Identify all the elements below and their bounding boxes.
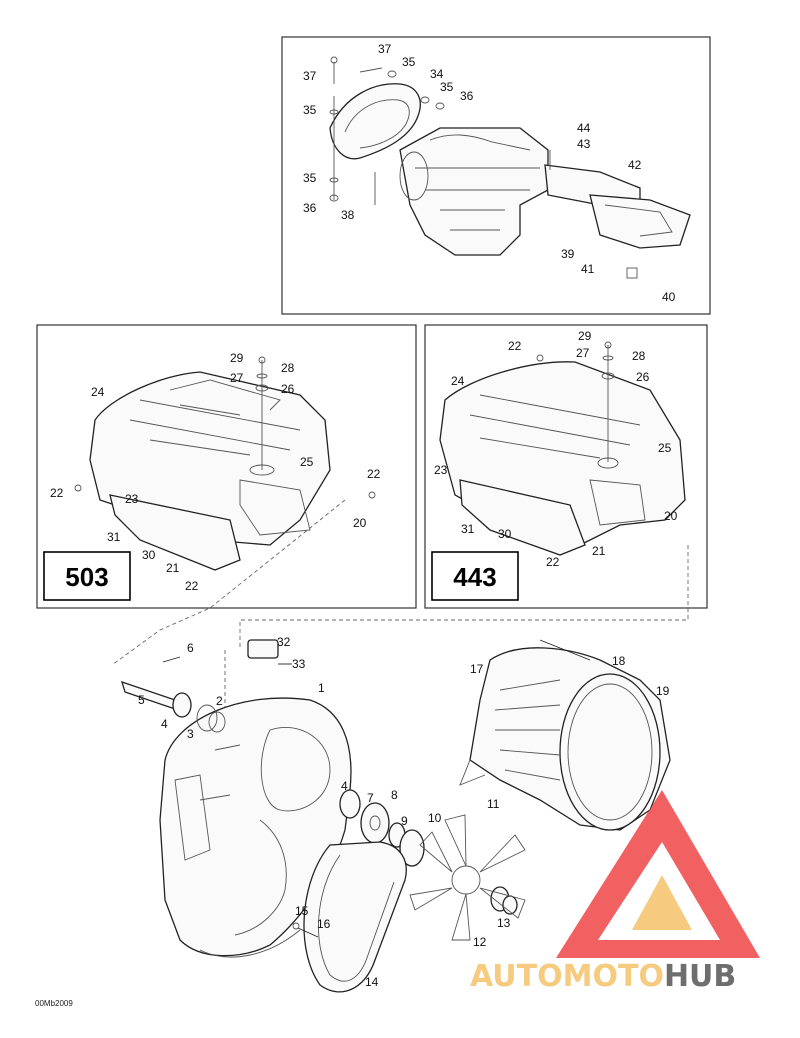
callout-left-20: 20 — [353, 516, 367, 530]
callout-left-29: 29 — [230, 351, 244, 365]
drive-belt-drawing — [303, 841, 407, 993]
callout-top-42: 42 — [628, 158, 642, 172]
callout-bottom-12: 12 — [473, 935, 487, 949]
callout-left-26: 26 — [281, 382, 295, 396]
callout-bottom-15: 15 — [295, 904, 309, 918]
engine-443-cover-drawing — [439, 341, 686, 556]
callout-left-21: 21 — [166, 561, 180, 575]
callout-top-35: 35 — [402, 55, 416, 69]
svg-text:AUTOMOTOHUB: AUTOMOTOHUB — [470, 959, 736, 994]
callout-left-22: 22 — [185, 579, 199, 593]
callout-bottom-33: 33 — [292, 657, 306, 671]
callout-bottom-18: 18 — [612, 654, 626, 668]
callout-left-22: 22 — [50, 486, 64, 500]
callout-right-28: 28 — [632, 349, 646, 363]
callout-top-44: 44 — [577, 121, 591, 135]
callout-bottom-19: 19 — [656, 684, 670, 698]
callout-top-35: 35 — [303, 103, 317, 117]
callout-right-29: 29 — [578, 329, 592, 343]
callout-top-39: 39 — [561, 247, 575, 261]
callout-top-35: 35 — [303, 171, 317, 185]
callout-bottom-32: 32 — [277, 635, 291, 649]
callout-right-22: 22 — [546, 555, 560, 569]
callout-right-25: 25 — [658, 441, 672, 455]
callout-top-37: 37 — [378, 42, 392, 56]
connection-line-right — [239, 545, 689, 650]
callout-top-36: 36 — [303, 201, 317, 215]
callout-bottom-1: 1 — [318, 681, 325, 695]
callout-right-30: 30 — [498, 527, 512, 541]
callout-left-28: 28 — [281, 361, 295, 375]
callout-bottom-6: 6 — [187, 641, 194, 655]
callout-left-22: 22 — [367, 467, 381, 481]
callout-bottom-11: 11 — [487, 797, 500, 811]
fan-shaft-bearing-drawing — [121, 639, 292, 733]
callout-right-23: 23 — [434, 463, 448, 477]
callout-right-26: 26 — [636, 370, 650, 384]
callout-bottom-13: 13 — [497, 916, 511, 930]
fan-pulley-assembly-drawing — [339, 789, 518, 915]
callout-bottom-10: 10 — [428, 811, 442, 825]
callout-top-34: 34 — [430, 67, 444, 81]
engine-443-label: 443 — [453, 562, 496, 592]
callout-top-37: 37 — [303, 69, 317, 83]
small-fasteners-drawing — [292, 922, 319, 938]
fan-housing-drawing — [159, 697, 352, 958]
top-panel-frame — [281, 36, 711, 315]
callout-bottom-2: 2 — [216, 694, 223, 708]
cylinder-cowl-drawing — [459, 639, 671, 831]
engine-503-panel-frame — [36, 324, 417, 609]
engine-503-label-box: 503 — [43, 551, 131, 601]
callout-bottom-14: 14 — [365, 975, 379, 989]
callout-top-43: 43 — [577, 137, 591, 151]
watermark-automoto-text: AUTOMOTO — [470, 959, 664, 994]
callout-top-40: 40 — [662, 290, 676, 304]
callout-right-31: 31 — [461, 522, 475, 536]
callout-bottom-4: 4 — [341, 779, 348, 793]
callout-left-27: 27 — [230, 371, 244, 385]
callout-top-36: 36 — [460, 89, 474, 103]
callout-bottom-4: 4 — [161, 717, 168, 731]
engine-503-label: 503 — [65, 562, 108, 592]
callout-left-24: 24 — [91, 385, 105, 399]
callout-bottom-5: 5 — [138, 693, 145, 707]
callout-left-23: 23 — [125, 492, 139, 506]
callout-left-25: 25 — [300, 455, 314, 469]
callout-bottom-16: 16 — [317, 917, 331, 931]
callouts-bottom-assembly: 32 6 33 17 18 1 19 5 2 4 3 4 8 11 7 9 10 15 16 13 12 14 — [138, 635, 670, 989]
callout-bottom-9: 9 — [401, 814, 408, 828]
engine-443-label-box: 443 — [431, 551, 519, 601]
drawing-code: 00Mb2009 — [35, 999, 73, 1008]
callout-top-38: 38 — [341, 208, 355, 222]
callout-right-27: 27 — [576, 346, 590, 360]
callout-right-21: 21 — [592, 544, 606, 558]
callout-bottom-8: 8 — [391, 788, 398, 802]
callout-bottom-3: 3 — [187, 727, 194, 741]
callout-left-31: 31 — [107, 530, 121, 544]
callout-top-41: 41 — [581, 262, 595, 276]
watermark-hub-text: HUB — [664, 959, 736, 994]
callout-top-35: 35 — [440, 80, 454, 94]
callouts-503-panel: 29 28 27 26 24 25 22 22 23 20 31 30 21 22 — [50, 351, 381, 593]
connection-line-left — [111, 499, 346, 666]
automotohub-watermark: AUTOMOTOHUB — [470, 790, 760, 994]
callout-bottom-17: 17 — [470, 662, 484, 676]
callout-left-30: 30 — [142, 548, 156, 562]
callout-bottom-7: 7 — [367, 791, 374, 805]
air-intake-silencer-drawing — [329, 56, 691, 279]
engine-443-panel-frame — [424, 324, 708, 609]
callout-right-24: 24 — [451, 374, 465, 388]
callouts-443-panel: 29 22 27 28 26 24 25 23 20 31 30 21 22 — [434, 329, 678, 569]
cooling-fan-drawing — [409, 814, 526, 941]
engine-503-cover-drawing — [74, 356, 376, 571]
callout-right-22: 22 — [508, 339, 522, 353]
callout-right-20: 20 — [664, 509, 678, 523]
